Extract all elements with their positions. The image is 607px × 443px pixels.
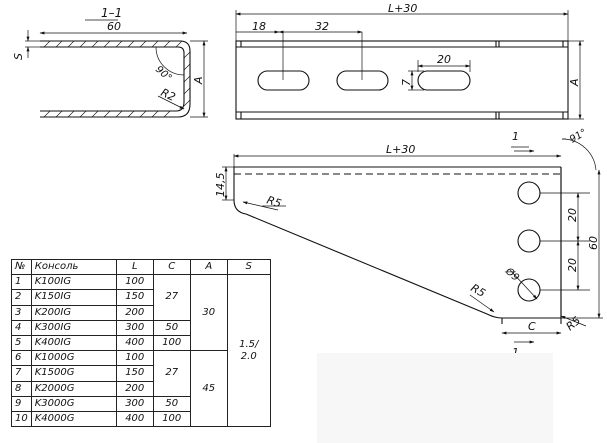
section-angle-label: 90° [153, 64, 174, 84]
cell-n: 6 [11, 350, 32, 367]
cell-n: 3 [11, 304, 32, 321]
cell-l: 150 [115, 289, 154, 306]
section-title: 1–1 [101, 6, 122, 20]
slot-1 [257, 70, 310, 91]
section-mark-top: 1 [512, 130, 519, 143]
cell-a: 30 [189, 274, 228, 352]
cell-n: 1 [11, 274, 32, 291]
top-offset1-label: 18 [252, 20, 266, 33]
top-view: L+30 18 32 20 7 A [235, 2, 584, 120]
cell-l: 200 [115, 304, 154, 321]
cell-name: K1500G [30, 365, 117, 382]
top-offset2-label: 32 [315, 20, 329, 33]
table-row: 8 K2000G 200 [11, 380, 271, 397]
slot-width-label: 7 [400, 79, 413, 86]
cell-name: K4000G [30, 410, 117, 428]
cell-l: 200 [115, 380, 154, 397]
cell-name: K2000G [30, 380, 117, 397]
cell-n: 7 [11, 365, 32, 382]
cell-c: 50 [152, 395, 191, 412]
cell-l: 400 [115, 410, 154, 428]
cell-l: 150 [115, 365, 154, 382]
empty-area [317, 353, 553, 443]
table-row: 10 K4000G 400 100 [11, 410, 271, 428]
side-length-label: L+30 [386, 143, 415, 156]
cell-name: K1000G [30, 350, 117, 367]
cell-a: 45 [189, 350, 228, 428]
cell-l: 400 [115, 334, 154, 352]
side-top-height-label: 14,5 [214, 173, 227, 198]
header-l: L [115, 258, 154, 276]
section-hatch [43, 40, 191, 118]
radius-bottom-label: R5 [469, 281, 488, 300]
hole-total-label: 60 [587, 236, 600, 250]
slot-length-label: 20 [437, 53, 451, 66]
cell-name: K200IG [30, 304, 117, 321]
header-console: Консоль [30, 258, 117, 276]
header-a: A [189, 258, 228, 276]
table-row: 1 K100IG 100 27 30 1.5/ 2.0 [11, 274, 271, 428]
slot-3 [417, 70, 471, 91]
cell-n: 5 [11, 334, 32, 352]
cell-s: 1.5/ 2.0 [226, 274, 271, 428]
table-row: 2 K150IG 150 [11, 289, 271, 306]
section-height-label: A [192, 76, 205, 85]
header-number: № [11, 258, 32, 276]
section-view: 1–1 60 S [12, 6, 208, 118]
cell-c: 100 [152, 410, 191, 428]
hole-2 [517, 229, 541, 253]
spec-table: № Консоль L C A S 1 K100IG 100 27 30 1.5… [11, 258, 271, 428]
table-header-row: № Консоль L C A S [11, 258, 271, 276]
cell-l: 100 [115, 274, 154, 291]
section-mark-bottom: 1 [512, 346, 519, 359]
cell-n: 4 [11, 319, 32, 336]
cell-name: K100IG [30, 274, 117, 291]
header-c: C [152, 258, 191, 276]
radius-corner-label: R5 [564, 314, 584, 333]
cell-name: K3000G [30, 395, 117, 412]
bottom-length-label: C [528, 320, 536, 333]
cell-n: 8 [11, 380, 32, 397]
cell-n: 2 [11, 289, 32, 306]
top-height-label: A [568, 78, 581, 87]
cell-c: 27 [152, 274, 191, 321]
top-length-label: L+30 [388, 2, 417, 15]
header-s: S [226, 258, 271, 276]
cell-n: 10 [11, 410, 32, 428]
cell-c: 50 [152, 319, 191, 336]
hole-diameter-label: Ø9 [502, 265, 521, 284]
cell-l: 100 [115, 350, 154, 367]
side-view: L+30 91° 1 1 20 20 60 Ø9 [214, 127, 603, 359]
hole-spacing1-label: 20 [566, 208, 579, 222]
cell-l: 300 [115, 319, 154, 336]
section-thickness-label: S [12, 53, 25, 60]
cell-n: 9 [11, 395, 32, 412]
cell-c: 100 [152, 334, 191, 352]
cell-name: K400IG [30, 334, 117, 352]
cell-c: 27 [152, 350, 191, 397]
table-row: 5 K400IG 400 100 [11, 334, 271, 352]
table-row: 3 K200IG 200 [11, 304, 271, 321]
cell-name: K150IG [30, 289, 117, 306]
section-width-label: 60 [107, 20, 121, 33]
cell-l: 300 [115, 395, 154, 412]
cell-name: K300IG [30, 319, 117, 336]
hole-1 [517, 181, 541, 205]
radius-top-label: R5 [265, 193, 283, 210]
section-radius-label: R2 [159, 86, 178, 104]
slot-2 [336, 70, 389, 91]
hole-spacing2-label: 20 [566, 258, 579, 272]
